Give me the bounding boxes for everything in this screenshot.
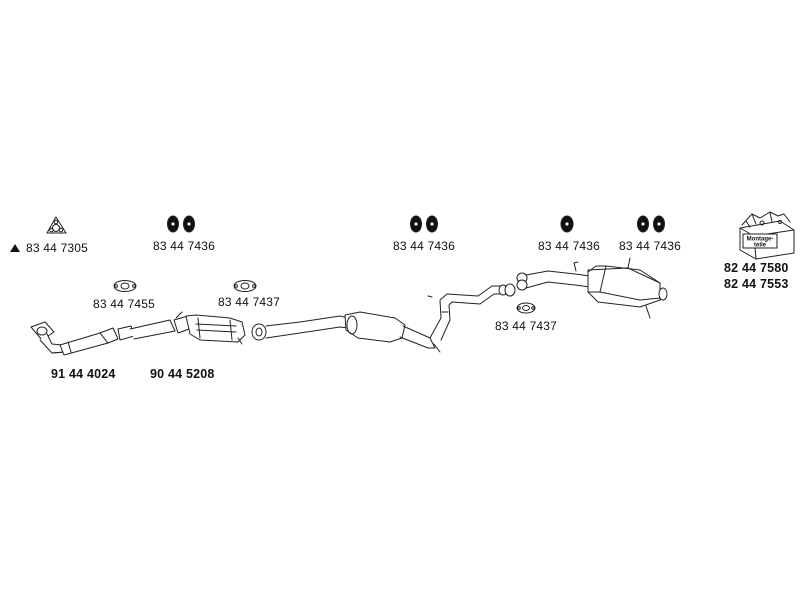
part-label-gasket-front-pipe: 83 44 7455 [93,297,156,311]
part-label-hanger-3: 83 44 7436 [538,239,601,253]
part-label-hanger-2: 83 44 7436 [393,239,456,253]
mounting-kit-box-label-1: Montage- [747,237,774,243]
rubber-hanger-icon [637,215,665,233]
front-pipe-part [30,321,119,356]
rubber-hanger-icon [560,215,574,233]
catalytic-converter-part [173,311,246,345]
middle-pipe-part [251,311,441,353]
triangle-marker-icon [10,244,20,252]
part-label-hanger-4: 83 44 7436 [619,239,682,253]
oval-gasket-icon [113,280,137,292]
oval-gasket-icon [233,280,257,292]
rear-pipe-part [427,283,516,341]
triangle-gasket-icon [46,216,67,234]
connector-pipe-part [117,319,176,341]
part-label-mounting-kit-1: 82 44 7580 [724,261,789,275]
oval-gasket-icon [516,302,536,314]
rear-silencer-part [516,257,668,319]
part-label-flange-gasket: 83 44 7305 [10,241,88,255]
part-label-mounting-kit-2: 82 44 7553 [724,277,789,291]
part-label-front-pipe: 91 44 4024 [51,367,116,381]
part-label-catalyst: 90 44 5208 [150,367,215,381]
part-label-gasket-rear: 83 44 7437 [495,319,558,333]
mounting-kit-box-icon [739,211,795,260]
rubber-hanger-icon [410,215,438,233]
rubber-hanger-icon [167,215,195,233]
part-label-hanger-1: 83 44 7436 [153,239,216,253]
mounting-kit-box-label-2: teile [754,243,767,249]
part-label-gasket-catalyst: 83 44 7437 [218,295,281,309]
